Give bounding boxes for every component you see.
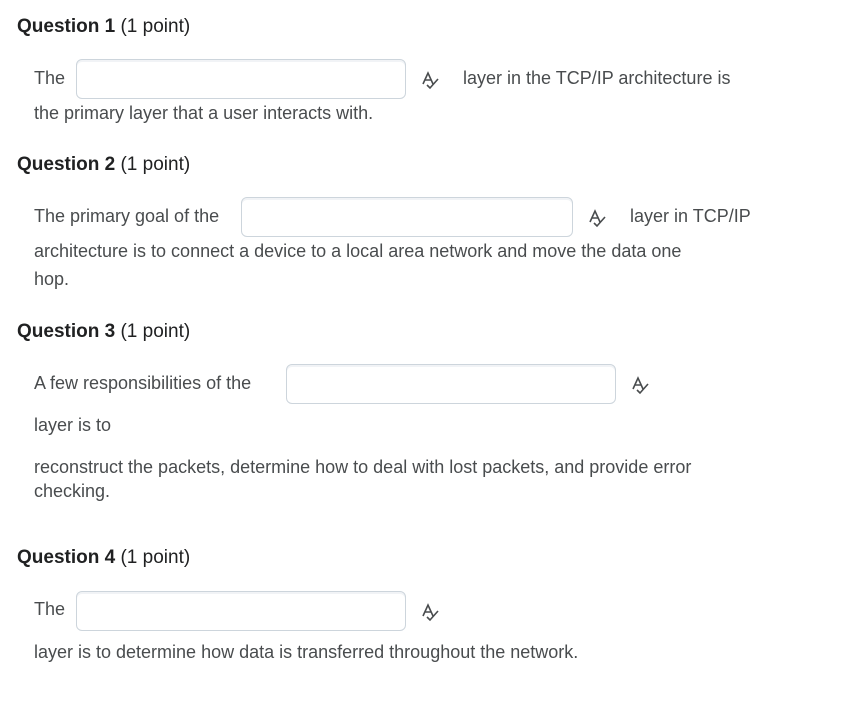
question-3-text-line3: reconstruct the packets, determine how t… [34,457,692,477]
question-2-title: Question 2 (1 point) [17,154,190,176]
question-1-text-after: layer in the TCP/IP architecture is [463,68,731,88]
question-1-label: Question 1 [17,16,116,37]
question-4-text-line2: layer is to determine how data is transf… [34,642,579,662]
question-2-points: (1 point) [120,154,191,175]
question-3-text-before: A few responsibilities of the [34,373,252,393]
spellcheck-icon[interactable] [420,602,440,622]
question-4-points: (1 point) [120,547,191,568]
question-4-title: Question 4 (1 point) [17,547,190,569]
question-3-title: Question 3 (1 point) [17,321,190,343]
spellcheck-icon[interactable] [587,208,607,228]
question-4-text-before: The [34,599,66,619]
spellcheck-icon[interactable] [420,70,440,90]
spellcheck-icon[interactable] [630,375,650,395]
question-1-answer-input[interactable] [76,59,406,99]
question-3-text-line2: layer is to [34,415,112,435]
question-1-text-line2: the primary layer that a user interacts … [34,103,374,123]
question-4-answer-input[interactable] [76,591,406,631]
question-3-text-line4: checking. [34,481,111,501]
question-2-label: Question 2 [17,154,116,175]
question-4-label: Question 4 [17,547,116,568]
question-2-text-before: The primary goal of the [34,206,220,226]
question-1-text-before: The [34,68,66,88]
question-3-points: (1 point) [120,321,191,342]
question-3-answer-input[interactable] [286,364,616,404]
question-2-text-after: layer in TCP/IP [630,206,751,226]
question-1-title: Question 1 (1 point) [17,16,190,38]
question-2-answer-input[interactable] [241,197,573,237]
question-2-text-line3: hop. [34,269,70,289]
question-1-points: (1 point) [120,16,191,37]
question-3-label: Question 3 [17,321,116,342]
question-2-text-line2: architecture is to connect a device to a… [34,241,682,261]
